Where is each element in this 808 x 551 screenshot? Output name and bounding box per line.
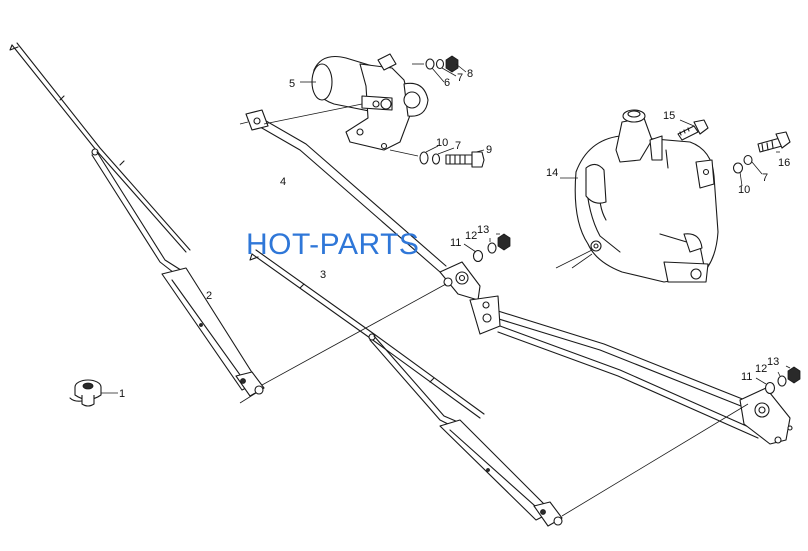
- callout-13-right: 13: [767, 356, 779, 368]
- wiper-linkage: [239, 109, 793, 445]
- callout-9: 9: [486, 144, 492, 156]
- callout-1: 1: [119, 388, 125, 400]
- callout-3: 3: [320, 269, 326, 281]
- callout-8: 8: [467, 68, 473, 80]
- callout-12-left: 12: [465, 230, 477, 242]
- wiper-motor: [263, 53, 429, 157]
- callout-7-motor: 7: [455, 140, 461, 152]
- callout-16: 16: [778, 157, 790, 169]
- callout-labels: 1 2 3 4 5 6 7 8 10 7 9 11 12 13 14 15 16…: [119, 68, 790, 400]
- callout-12-right: 12: [755, 363, 767, 375]
- callout-13-left: 13: [477, 224, 489, 236]
- reservoir-bolt-15: [677, 119, 709, 141]
- grommet-cap: [69, 379, 118, 407]
- reservoir-bolt-16: [732, 131, 791, 187]
- callout-2: 2: [206, 290, 212, 302]
- callout-10-motor: 10: [436, 137, 448, 149]
- motor-fasteners-upper: [425, 55, 467, 83]
- right-wiper-blade: [249, 249, 485, 419]
- watermark-text: HOT-PARTS: [246, 228, 419, 261]
- callout-15: 15: [663, 110, 675, 122]
- pivot-fasteners-right: [755, 365, 801, 395]
- callout-11-left: 11: [450, 237, 461, 249]
- motor-fasteners-lower: [419, 145, 485, 168]
- washer-reservoir: [555, 109, 719, 283]
- callout-14: 14: [546, 167, 558, 179]
- assembly-lines: [239, 253, 749, 517]
- callout-4: 4: [280, 176, 286, 188]
- left-wiper-blade: [9, 42, 191, 253]
- callout-7-reservoir: 7: [762, 172, 768, 184]
- callout-10-reservoir: 10: [738, 184, 750, 196]
- pivot-fasteners-left: [463, 233, 511, 263]
- callout-7-upper: 7: [457, 72, 463, 84]
- callout-5: 5: [289, 78, 295, 90]
- left-wiper-arm: [91, 151, 265, 397]
- callout-6: 6: [444, 77, 450, 89]
- right-wiper-arm: [369, 335, 563, 527]
- callout-11-right: 11: [741, 371, 752, 383]
